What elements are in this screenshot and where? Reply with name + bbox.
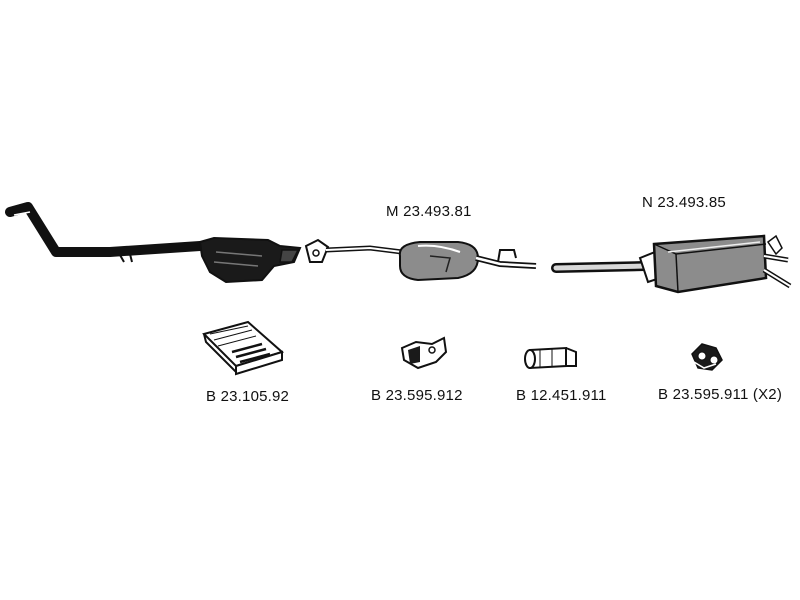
clamp-label: B 12.451.911 (516, 387, 607, 404)
clamp-part (524, 346, 577, 370)
bracket-1-label: B 23.595.912 (371, 387, 463, 404)
bracket-2-label: B 23.595.911 (X2) (658, 386, 783, 403)
mounting-kit-box (202, 320, 285, 376)
front-pipe-catalytic-converter (5, 202, 302, 284)
rear-muffler (551, 234, 792, 294)
bracket-2-part (691, 343, 723, 371)
rear-muffler-label: N 23.493.85 (642, 194, 726, 211)
bracket-1-part (400, 336, 448, 370)
middle-muffler (304, 238, 537, 282)
mount-kit-label: B 23.105.92 (206, 388, 290, 405)
mid-muffler-label: M 23.493.81 (386, 203, 472, 220)
